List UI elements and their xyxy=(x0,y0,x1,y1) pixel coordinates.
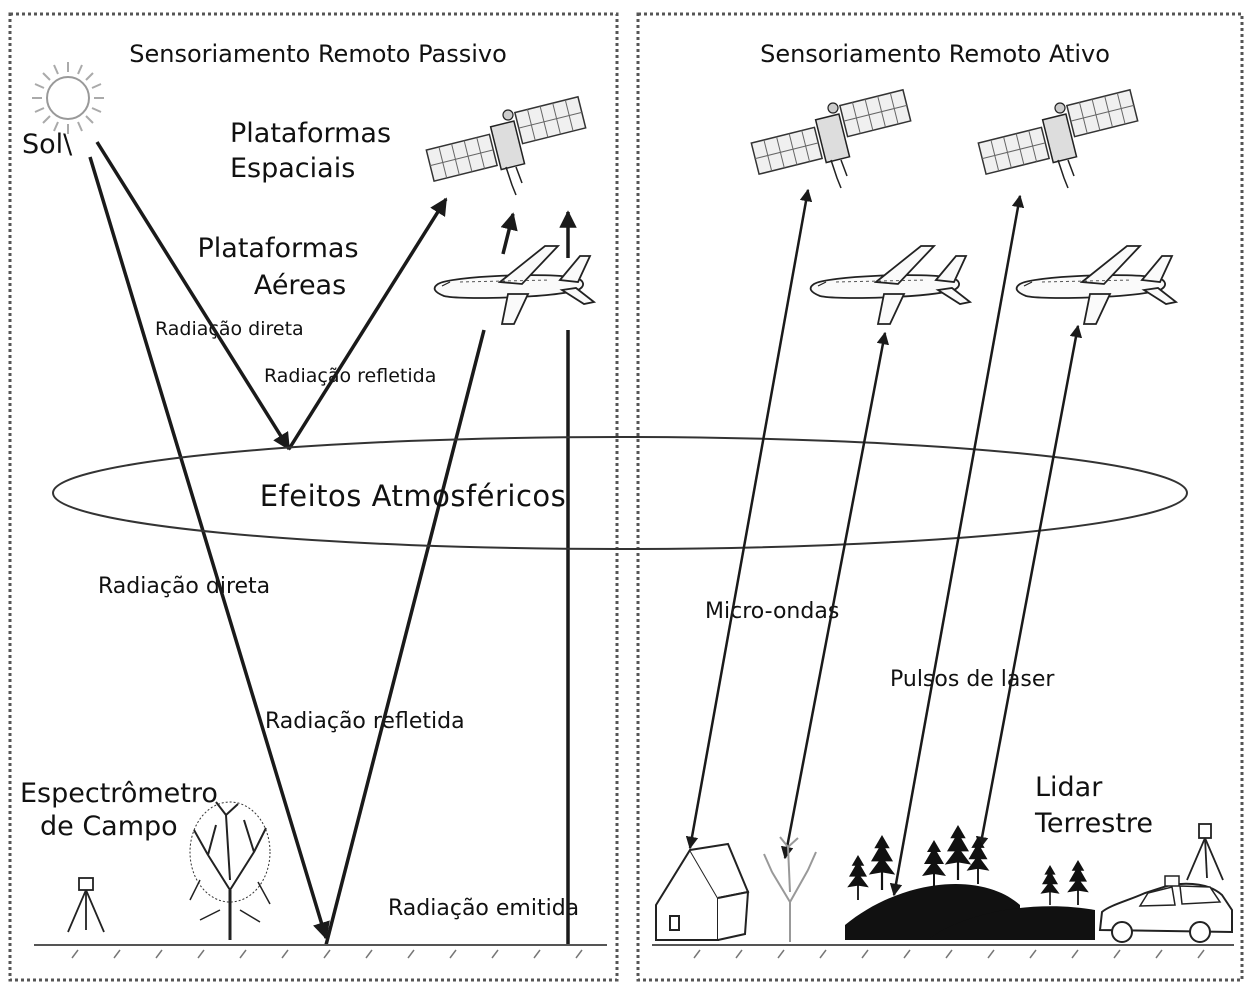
laser-pulses-label: Pulsos de laser xyxy=(890,667,1055,692)
satellite-icon xyxy=(426,97,585,195)
active-title: Sensoriamento Remoto Ativo xyxy=(760,40,1110,68)
passive-ground xyxy=(34,945,607,958)
reflected-radiation-to-satellite-arrowhead xyxy=(503,214,513,254)
microwave-arrow xyxy=(690,190,808,848)
satellite-icon xyxy=(751,90,910,188)
terrestrial-lidar-label-line2: Terrestre xyxy=(1034,808,1153,839)
space-platforms-label-line1: Plataformas xyxy=(230,118,391,149)
lidar-car-icon xyxy=(1100,876,1232,942)
direct-radiation-lower-label: Radiação direta xyxy=(98,574,270,599)
laser-pulse-aircraft-arrow xyxy=(980,326,1078,848)
space-platforms-label-line2: Espaciais xyxy=(230,153,355,184)
reflected-radiation-lower-label: Radiação refletida xyxy=(265,709,465,734)
microwaves-label: Micro-ondas xyxy=(705,599,839,624)
lidar-tripod-icon xyxy=(1187,824,1223,880)
sun-label: Sol\ xyxy=(22,129,73,160)
airplane-icon xyxy=(1017,246,1176,324)
house-icon xyxy=(656,844,748,940)
air-platforms-label-line1: Plataformas xyxy=(197,233,358,264)
tree-icon xyxy=(764,837,816,942)
satellite-icon xyxy=(978,90,1137,188)
terrestrial-lidar-label-line1: Lidar xyxy=(1035,772,1103,803)
airplane-icon xyxy=(435,246,594,324)
air-platforms-label-line2: Aéreas xyxy=(254,270,346,301)
reflected-radiation-to-aircraft-line xyxy=(326,330,484,945)
emitted-radiation-label: Radiação emitida xyxy=(388,896,579,921)
sun-icon xyxy=(32,62,104,134)
direct-radiation-upper-label: Radiação direta xyxy=(155,318,304,340)
reflected-radiation-upper-label: Radiação refletida xyxy=(264,365,436,387)
field-spectrometer-label-line2: de Campo xyxy=(40,811,178,842)
field-spectrometer-label-line1: Espectrômetro xyxy=(20,778,218,809)
active-ground xyxy=(652,945,1234,958)
passive-title: Sensoriamento Remoto Passivo xyxy=(129,40,507,68)
airplane-icon xyxy=(811,246,970,324)
field-spectrometer-tripod-icon xyxy=(68,878,104,932)
atmosphere-ellipse xyxy=(53,437,1187,549)
atmosphere-label: Efeitos Atmosféricos xyxy=(260,479,567,513)
tree-icon xyxy=(190,802,270,940)
microwave-aircraft-arrow xyxy=(785,333,885,858)
